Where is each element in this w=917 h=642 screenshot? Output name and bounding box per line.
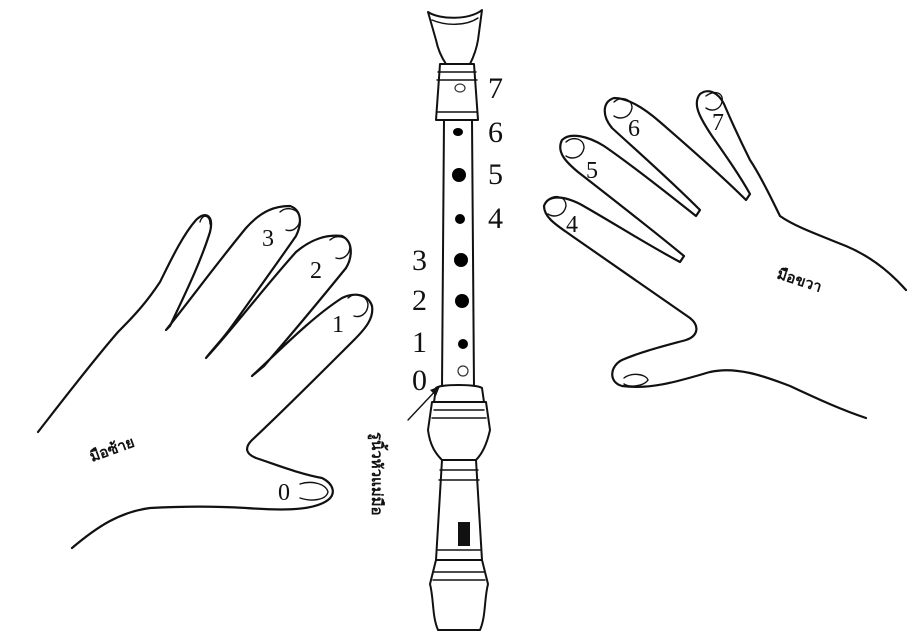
right-finger-label-5: 5: [586, 158, 598, 184]
hole-label-6: 6: [488, 116, 503, 149]
thumb-hole-caption: รูนิ้วหัวแม่มือ: [367, 432, 389, 516]
hole-label-4: 4: [488, 202, 503, 235]
hole-2: [455, 294, 469, 308]
hole-5: [452, 168, 466, 182]
hole-label-0: 0: [412, 364, 427, 397]
hole-6: [453, 128, 463, 136]
hole-3: [454, 253, 468, 267]
right-finger-label-4: 4: [566, 212, 578, 238]
right-finger-label-6: 6: [628, 116, 640, 142]
right-hand: 6 5 4 7 มือขวา: [544, 91, 906, 418]
hole-7: [455, 84, 465, 92]
hole-label-1: 1: [412, 326, 427, 359]
left-hand: 3 2 1 0 มือซ้าย: [38, 206, 372, 548]
left-finger-label-3: 3: [262, 226, 274, 252]
right-hand-label: มือขวา: [775, 265, 824, 296]
right-finger-label-7: 7: [712, 110, 724, 136]
left-finger-label-2: 2: [310, 258, 322, 284]
hole-0: [458, 366, 468, 376]
hole-label-2: 2: [412, 284, 427, 317]
left-finger-label-1: 1: [332, 312, 344, 338]
hole-label-7: 7: [488, 72, 503, 105]
hole-label-3: 3: [412, 244, 427, 277]
left-finger-label-0: 0: [278, 480, 290, 506]
hole-1: [458, 339, 468, 349]
recorder: [428, 10, 490, 630]
left-hand-label: มือซ้าย: [87, 433, 137, 466]
hole-label-5: 5: [488, 158, 503, 191]
hole-4: [455, 214, 465, 224]
